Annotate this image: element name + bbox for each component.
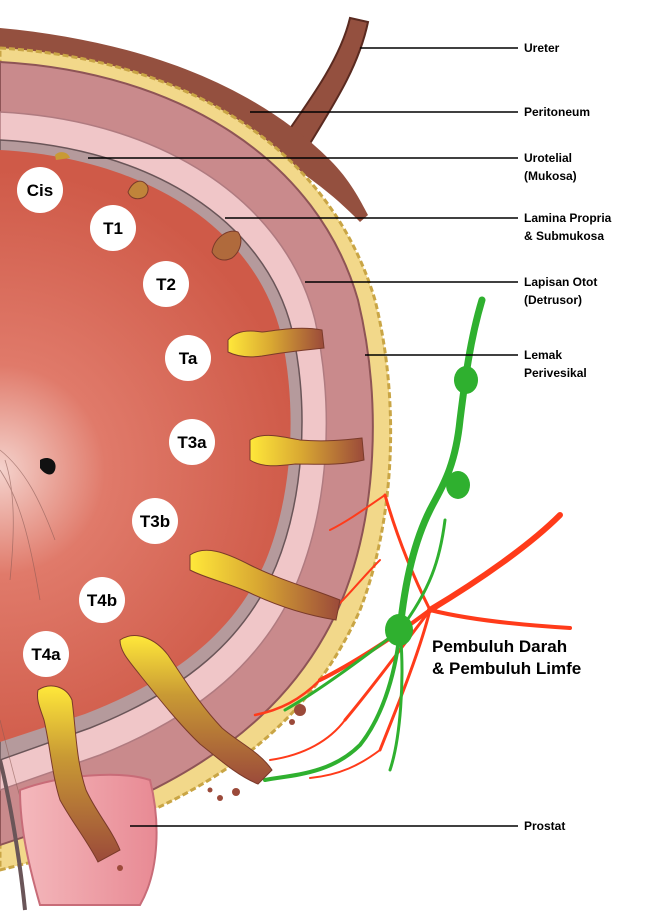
label-ureter: Ureter	[524, 41, 560, 55]
label-pembuluh-sub: & Pembuluh Limfe	[432, 659, 581, 678]
svg-text:Cis: Cis	[27, 181, 53, 200]
svg-text:T3a: T3a	[177, 433, 207, 452]
label-otot: Lapisan Otot	[524, 275, 597, 289]
stage-t4a: T4a	[23, 631, 69, 677]
label-urotelial: Urotelial	[524, 151, 572, 165]
label-peritoneum: Peritoneum	[524, 105, 590, 119]
stage-t1: T1	[90, 205, 136, 251]
svg-text:Ta: Ta	[179, 349, 198, 368]
svg-text:T3b: T3b	[140, 512, 170, 531]
stage-t2: T2	[143, 261, 189, 307]
svg-text:T2: T2	[156, 275, 176, 294]
label-lemak-sub: Perivesikal	[524, 366, 587, 380]
stage-t3b: T3b	[132, 498, 178, 544]
label-otot-sub: (Detrusor)	[524, 293, 582, 307]
label-urotelial-sub: (Mukosa)	[524, 169, 577, 183]
stage-t4b: T4b	[79, 577, 125, 623]
label-lamina: Lamina Propria	[524, 211, 612, 225]
svg-text:T4b: T4b	[87, 591, 117, 610]
stage-cis: Cis	[17, 167, 63, 213]
svg-text:T4a: T4a	[31, 645, 61, 664]
label-prostat: Prostat	[524, 819, 565, 833]
label-lamina-sub: & Submukosa	[524, 229, 604, 243]
stage-ta: Ta	[165, 335, 211, 381]
label-lemak: Lemak	[524, 348, 562, 362]
label-pembuluh: Pembuluh Darah	[432, 637, 567, 656]
stage-t3a: T3a	[169, 419, 215, 465]
svg-text:T1: T1	[103, 219, 123, 238]
